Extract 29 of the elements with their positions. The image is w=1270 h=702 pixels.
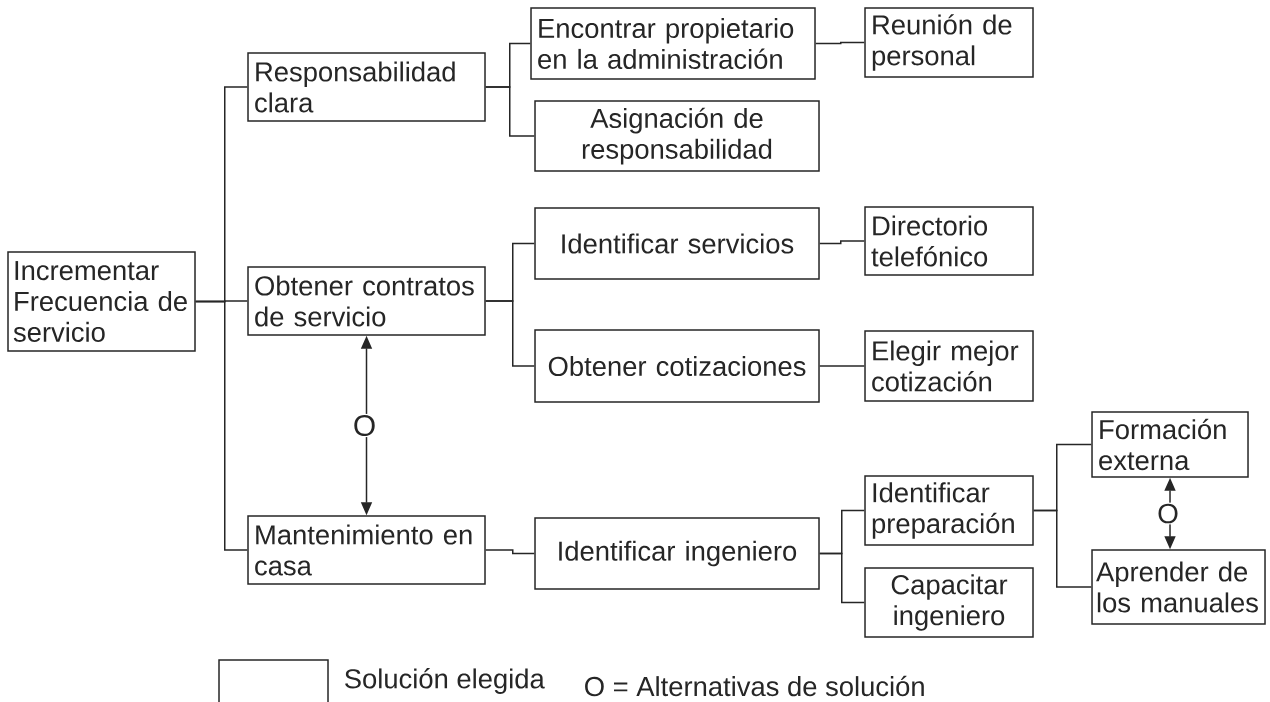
- process-box: Mantenimiento en casa: [247, 515, 486, 585]
- process-box: Identificar ingeniero: [534, 517, 820, 590]
- process-box: Incrementar Frecuencia de servicio: [7, 251, 196, 352]
- connector: [819, 240, 865, 245]
- process-box: Formación externa: [1091, 411, 1249, 478]
- process-box: Elegir mejor cotización: [864, 330, 1034, 402]
- note: O = Alternativas de solución: [585, 675, 924, 697]
- process-box: Responsabilidad clara: [247, 52, 486, 122]
- connector: [1033, 509, 1092, 588]
- connector: [485, 300, 535, 367]
- connector: [485, 549, 535, 555]
- process-box: Capacitar ingeniero: [864, 567, 1034, 638]
- process-box: Obtener cotizaciones: [534, 329, 820, 403]
- edge-label: O: [351, 413, 378, 438]
- process-box: Reunión de personal: [864, 7, 1034, 78]
- connector: [195, 300, 248, 551]
- connector: [819, 552, 865, 604]
- process-box: Identificar servicios: [534, 207, 820, 280]
- process-box: Asignación de responsabilidad: [534, 100, 820, 172]
- process-box: Obtener contratos de servicio: [247, 266, 486, 336]
- connector: [815, 41, 865, 45]
- connector: [819, 365, 865, 367]
- process-box: Encontrar propietario en la administración: [530, 7, 816, 80]
- edge-label: O: [1156, 502, 1180, 525]
- process-box: Directorio telefónico: [864, 206, 1034, 276]
- process-box: Identificar preparación: [864, 475, 1034, 546]
- connector: [485, 86, 535, 137]
- legend-text: Solución elegida: [345, 668, 545, 694]
- process-box: Aprender de los manuales: [1091, 549, 1266, 625]
